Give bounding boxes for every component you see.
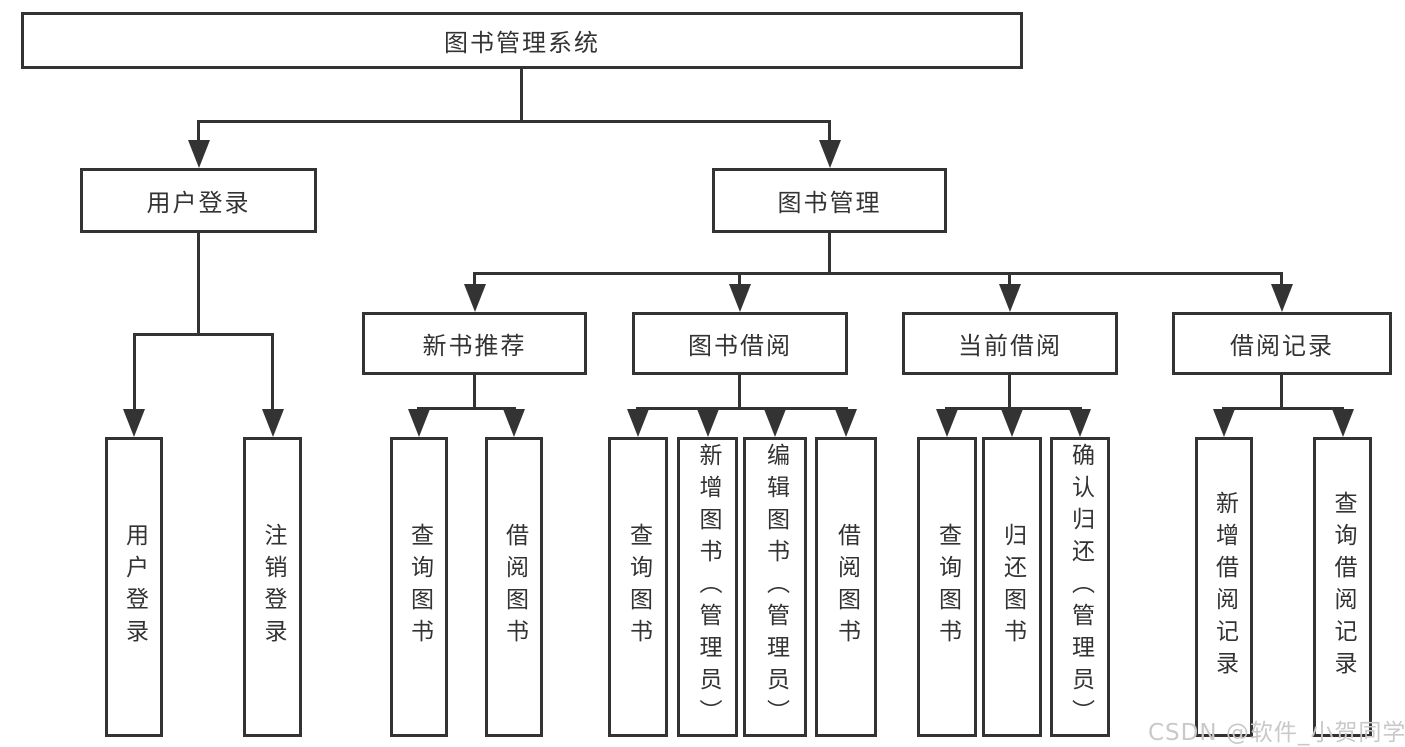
leaf-current-return-books: 归还图书 — [982, 437, 1042, 737]
leaf-user-login: 用户登录 — [105, 437, 163, 737]
arrow-down-icon — [262, 409, 284, 437]
leaf-records-query-record: 查询借阅记录 — [1313, 437, 1372, 737]
arrow-down-icon — [408, 409, 430, 437]
connector-line — [1280, 375, 1283, 407]
node-label: 编辑图书（管理员） — [762, 443, 789, 731]
node-label: 当前借阅 — [958, 332, 1062, 360]
connector-line — [473, 272, 1283, 275]
node-label: 查询图书 — [934, 523, 961, 651]
leaf-borrow-add-books-admin: 新增图书（管理员） — [677, 437, 738, 737]
connector-line — [1008, 375, 1011, 407]
node-label: 查询图书 — [406, 523, 433, 651]
arrow-down-icon — [123, 409, 145, 437]
arrow-down-icon — [1213, 409, 1235, 437]
node-label: 借阅图书 — [501, 523, 528, 651]
arrow-down-icon — [188, 140, 210, 168]
connector-line — [945, 407, 1082, 410]
leaf-newbook-query-books: 查询图书 — [390, 437, 448, 737]
node-label: 借阅记录 — [1230, 332, 1334, 360]
node-new-book-recommend: 新书推荐 — [362, 312, 587, 375]
arrow-down-icon — [764, 409, 786, 437]
leaf-current-confirm-return-admin: 确认归还（管理员） — [1050, 437, 1110, 737]
node-label: 图书管理系统 — [444, 29, 600, 57]
connector-line — [133, 333, 136, 411]
connector-line — [1280, 272, 1283, 286]
connector-line — [828, 120, 831, 144]
connector-line — [197, 120, 831, 123]
node-label: 借阅图书 — [833, 523, 860, 651]
leaf-logout: 注销登录 — [243, 437, 302, 737]
node-label: 确认归还（管理员） — [1067, 443, 1094, 731]
arrow-down-icon — [819, 140, 841, 168]
arrow-down-icon — [1271, 284, 1293, 312]
arrow-down-icon — [1001, 409, 1023, 437]
leaf-borrow-borrow-books: 借阅图书 — [815, 437, 877, 737]
node-user-login: 用户登录 — [80, 168, 317, 233]
arrow-down-icon — [503, 409, 525, 437]
connector-line — [520, 69, 523, 120]
arrow-down-icon — [464, 284, 486, 312]
arrow-down-icon — [697, 409, 719, 437]
leaf-borrow-edit-books-admin: 编辑图书（管理员） — [743, 437, 807, 737]
connector-line — [738, 375, 741, 407]
connector-line — [738, 272, 741, 286]
leaf-newbook-borrow-books: 借阅图书 — [485, 437, 543, 737]
node-book-borrow: 图书借阅 — [632, 312, 848, 375]
node-label: 注销登录 — [260, 523, 286, 651]
node-label: 归还图书 — [999, 523, 1026, 651]
node-book-management: 图书管理 — [712, 168, 947, 233]
connector-line — [1222, 407, 1344, 410]
watermark: CSDN @软件_小贺同学 — [1148, 720, 1405, 746]
node-current-borrow: 当前借阅 — [902, 312, 1118, 375]
connector-line — [197, 233, 200, 333]
arrow-down-icon — [835, 409, 857, 437]
node-label: 用户登录 — [121, 523, 148, 651]
arrow-down-icon — [999, 284, 1021, 312]
node-label: 图书管理 — [777, 189, 882, 217]
node-borrow-records: 借阅记录 — [1172, 312, 1392, 375]
node-label: 查询图书 — [625, 523, 652, 651]
arrow-down-icon — [1332, 409, 1354, 437]
connector-line — [417, 407, 516, 410]
connector-line — [473, 375, 476, 407]
connector-line — [271, 333, 274, 411]
connector-line — [133, 333, 274, 336]
connector-line — [473, 272, 476, 286]
arrow-down-icon — [936, 409, 958, 437]
node-label: 新增图书（管理员） — [695, 443, 721, 731]
node-label: 用户登录 — [146, 189, 251, 217]
connector-line — [828, 233, 831, 272]
leaf-borrow-query-books: 查询图书 — [608, 437, 668, 737]
leaf-current-query-books: 查询图书 — [917, 437, 977, 737]
arrow-down-icon — [729, 284, 751, 312]
connector-line — [636, 407, 848, 410]
connector-line — [1008, 272, 1011, 286]
node-label: 图书借阅 — [688, 332, 792, 360]
node-label: 查询借阅记录 — [1330, 491, 1356, 683]
node-library-management-system: 图书管理系统 — [21, 12, 1023, 69]
arrow-down-icon — [1069, 409, 1091, 437]
node-label: 新增借阅记录 — [1211, 491, 1238, 683]
leaf-records-add-record: 新增借阅记录 — [1195, 437, 1253, 737]
connector-line — [197, 120, 200, 144]
node-label: 新书推荐 — [422, 332, 527, 360]
arrow-down-icon — [627, 409, 649, 437]
